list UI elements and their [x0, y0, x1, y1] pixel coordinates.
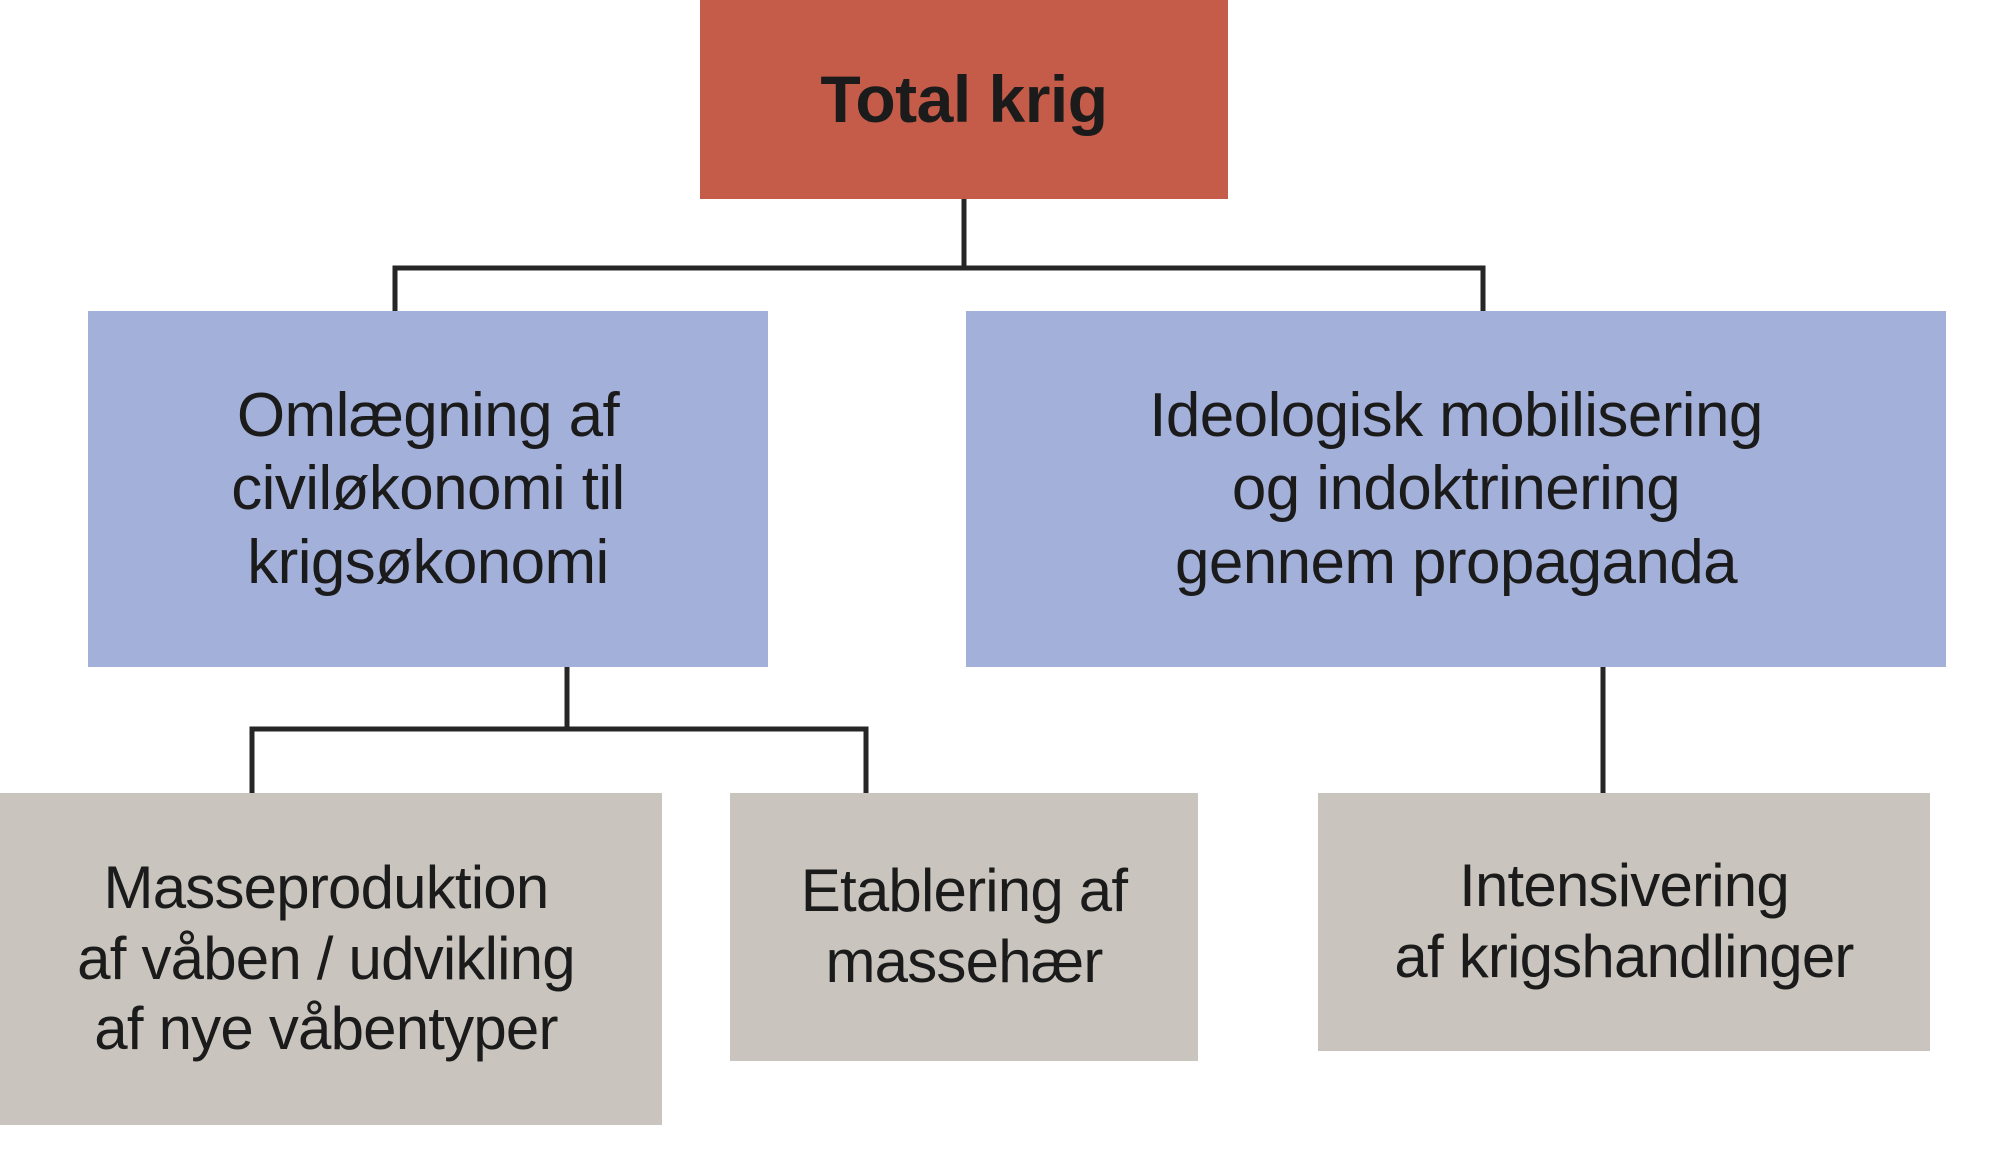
node-ideologisk-mobilisering[interactable]: Ideologisk mobilisering og indoktrinerin…: [966, 311, 1946, 667]
connector-omlaegning-to-leaves: [249, 664, 869, 798]
connector-total-krig-to-branches: [392, 196, 1486, 316]
node-intensivering-af-krigshandlinger[interactable]: Intensivering af krigshandlinger: [1318, 793, 1930, 1051]
node-etablering-af-massehaer[interactable]: Etablering af massehær: [730, 793, 1198, 1061]
node-masseproduktion-af-vaaben[interactable]: Masseproduktion af våben / udvikling af …: [0, 793, 662, 1125]
node-omlaegning-af-civiloekonomi[interactable]: Omlægning af civiløkonomi til krigsøkono…: [88, 311, 768, 667]
node-total-krig[interactable]: Total krig: [700, 0, 1228, 199]
